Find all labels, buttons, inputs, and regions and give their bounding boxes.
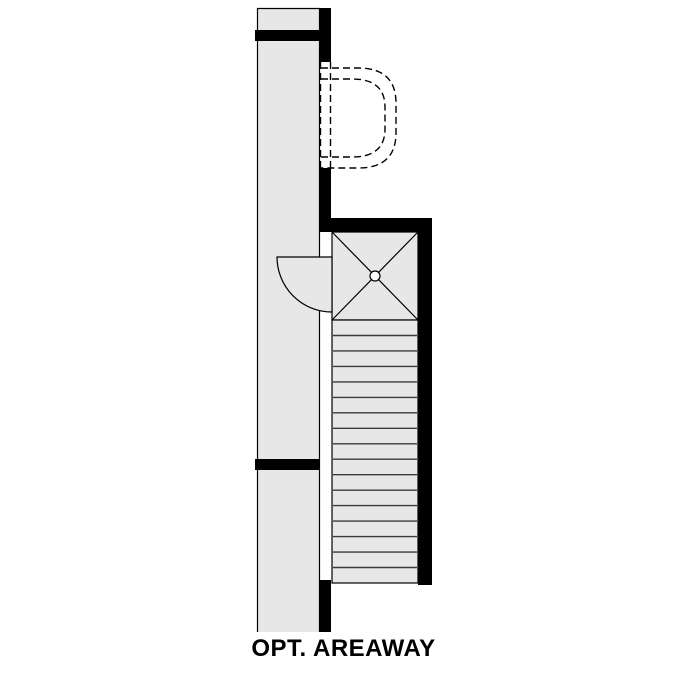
corridor-outline <box>256 7 321 632</box>
stair-wall-top <box>331 218 432 232</box>
plan-title: OPT. AREAWAY <box>251 635 436 662</box>
areaway-inner-wall <box>321 78 386 158</box>
areaway-dashed-outline <box>319 62 397 169</box>
wall-mid-horizontal <box>255 459 320 470</box>
wall-top-horizontal <box>255 30 320 41</box>
wall-lower-right-vertical <box>320 580 331 632</box>
staircase <box>331 319 419 584</box>
areaway-outer-wall <box>321 67 397 169</box>
stair-run-floor <box>331 319 419 584</box>
wall-mid-right-vertical <box>320 168 331 232</box>
door-swing <box>276 256 333 313</box>
stair-treads <box>333 334 417 569</box>
newel-post-marker <box>369 270 381 282</box>
stair-landing <box>331 231 419 321</box>
stair-wall-right <box>418 218 432 585</box>
wall-upper-right-vertical <box>320 8 331 62</box>
corridor-area <box>257 8 320 632</box>
